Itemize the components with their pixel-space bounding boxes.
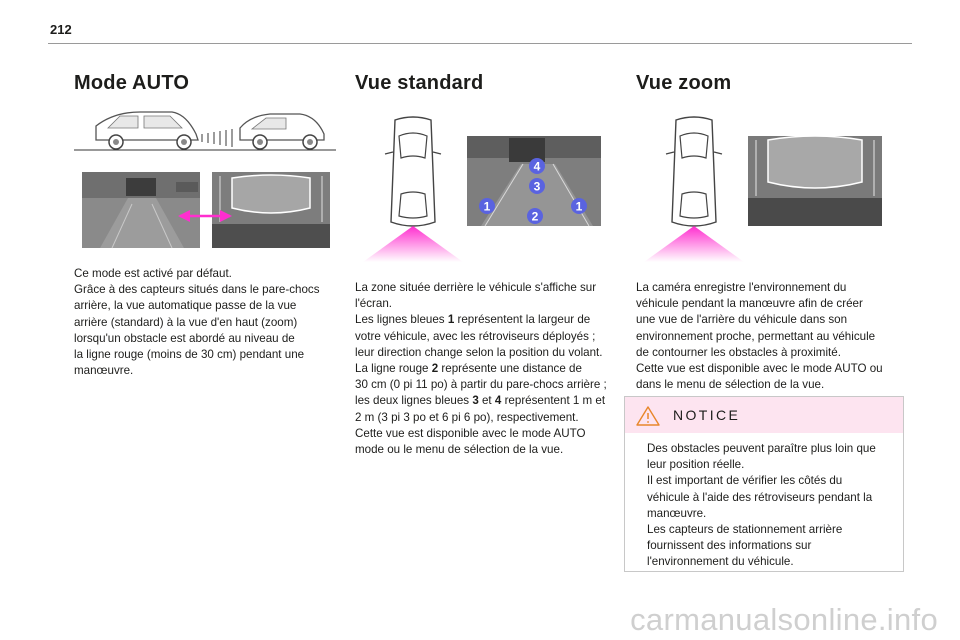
standard-line-9: 2 m (3 pi 3 po et 6 pi 6 po), respective… bbox=[355, 410, 579, 424]
standard-line-6: La ligne rouge 2 représente une distance… bbox=[355, 362, 582, 376]
zoom-line-4: environnement proche, permettant au véhi… bbox=[636, 329, 876, 343]
notice-line-4: véhicule à l'aide des rétroviseurs penda… bbox=[647, 490, 873, 504]
svg-text:1: 1 bbox=[576, 200, 583, 214]
zoom-line-5: de contourner les obstacles à proximité. bbox=[636, 345, 841, 359]
notice-line-8: l'environnement du véhicule. bbox=[647, 555, 794, 569]
standard-line-3: Les lignes bleues 1 représentent la larg… bbox=[355, 313, 591, 327]
svg-text:4: 4 bbox=[534, 160, 541, 174]
standard-line-8: les deux lignes bleues 3 et 4 représente… bbox=[355, 394, 606, 408]
standard-line-5: leur direction change selon la position … bbox=[355, 345, 603, 359]
section-auto-body: Ce mode est activé par défaut. Grâce à d… bbox=[74, 266, 336, 379]
marker-4: 4 bbox=[529, 158, 545, 174]
notice-line-1: Des obstacles peuvent paraître plus loin… bbox=[647, 442, 876, 455]
svg-text:2: 2 bbox=[532, 210, 539, 224]
notice-line-6: Les capteurs de stationnement arrière bbox=[647, 523, 843, 537]
page-number: 212 bbox=[50, 22, 72, 37]
notice-line-7: fournissent des informations sur bbox=[647, 539, 812, 553]
ref-4: 4 bbox=[494, 394, 502, 408]
notice-header: NOTICE bbox=[625, 397, 903, 433]
section-title-zoom: Vue zoom bbox=[636, 72, 732, 94]
auto-line-5: lorsqu'un obstacle est abordé au niveau … bbox=[74, 331, 295, 345]
svg-text:3: 3 bbox=[534, 180, 541, 194]
notice-line-5: manœuvre. bbox=[647, 506, 707, 520]
notice-title: NOTICE bbox=[673, 407, 741, 423]
notice-line-2: leur position réelle. bbox=[647, 458, 745, 472]
ref-2: 2 bbox=[431, 362, 439, 376]
svg-text:1: 1 bbox=[484, 200, 491, 214]
marker-1-right: 1 bbox=[571, 198, 587, 214]
standard-view-illustration: 4 3 1 2 1 bbox=[363, 116, 601, 262]
ref-3: 3 bbox=[472, 394, 479, 408]
section-auto: Mode AUTO bbox=[74, 72, 336, 95]
standard-line-4: votre véhicule, avec les rétroviseurs dé… bbox=[355, 329, 596, 343]
auto-line-3: arrière, la vue automatique passe de la … bbox=[74, 299, 297, 313]
section-zoom-body: La caméra enregistre l'environnement du … bbox=[636, 280, 906, 393]
notice-line-3: Il est important de vérifier les côtés d… bbox=[647, 474, 843, 488]
auto-mode-screens bbox=[82, 172, 330, 249]
section-standard: Vue standard bbox=[355, 72, 617, 95]
zoom-line-7: dans le menu de sélection de la vue. bbox=[636, 378, 825, 392]
notice-body: Des obstacles peuvent paraître plus loin… bbox=[625, 433, 903, 571]
section-zoom: Vue zoom bbox=[636, 72, 898, 95]
auto-line-1: Ce mode est activé par défaut. bbox=[74, 267, 232, 280]
standard-line-10: Cette vue est disponible avec le mode AU… bbox=[355, 426, 586, 440]
marker-2: 2 bbox=[527, 208, 543, 224]
auto-line-2: Grâce à des capteurs situés dans le pare… bbox=[74, 283, 320, 297]
header-rule bbox=[48, 43, 912, 44]
marker-1-left: 1 bbox=[479, 198, 495, 214]
auto-line-4: arrière (standard) à la vue d'en haut (z… bbox=[74, 315, 298, 329]
standard-line-2: l'écran. bbox=[355, 297, 393, 311]
cars-approach-illustration bbox=[74, 111, 336, 151]
standard-line-7: 30 cm (0 pi 11 po) à partir du pare-choc… bbox=[355, 378, 607, 392]
auto-line-6: la ligne rouge (moins de 30 cm) pendant … bbox=[74, 348, 305, 362]
section-title-auto: Mode AUTO bbox=[74, 72, 190, 94]
section-standard-body: La zone située derrière le véhicule s'af… bbox=[355, 280, 625, 458]
standard-line-1: La zone située derrière le véhicule s'af… bbox=[355, 281, 597, 294]
section-title-standard: Vue standard bbox=[355, 72, 484, 94]
zoom-line-3: une vue de l'arrière du véhicule dans so… bbox=[636, 313, 848, 327]
zoom-line-1: La caméra enregistre l'environnement du bbox=[636, 281, 847, 294]
auto-line-7: manœuvre. bbox=[74, 364, 134, 378]
notice-box: NOTICE Des obstacles peuvent paraître pl… bbox=[624, 396, 904, 572]
standard-line-11: mode ou le menu de sélection de la vue. bbox=[355, 443, 564, 457]
warning-icon bbox=[636, 406, 660, 426]
zoom-line-6: Cette vue est disponible avec le mode AU… bbox=[636, 362, 883, 376]
watermark-text: carmanualsonline.info bbox=[630, 602, 938, 637]
zoom-line-2: véhicule pendant la manœuvre afin de cré… bbox=[636, 297, 863, 311]
zoom-view-illustration bbox=[644, 116, 882, 262]
ref-1: 1 bbox=[447, 313, 455, 327]
marker-3: 3 bbox=[529, 178, 545, 194]
